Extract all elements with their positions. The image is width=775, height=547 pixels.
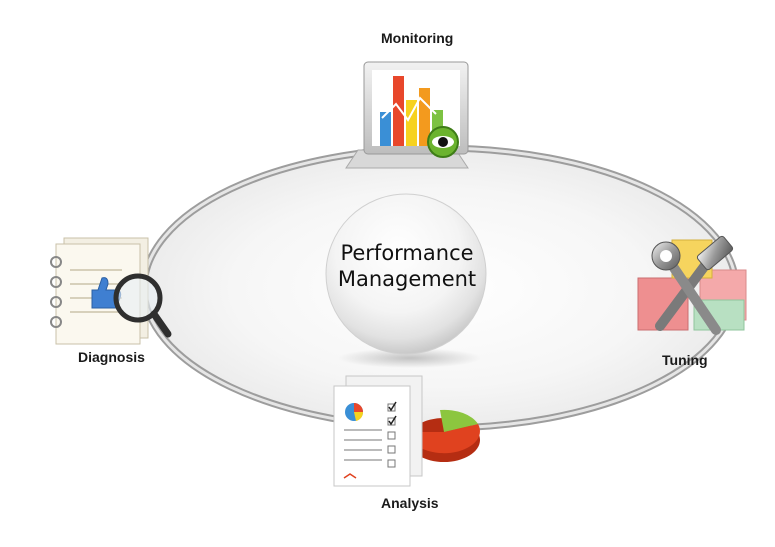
center-title-line1: Performance xyxy=(340,241,474,265)
bar-chart-monitor-icon xyxy=(345,61,469,169)
label-tuning: Tuning xyxy=(662,352,708,368)
center-title: Performance Management xyxy=(327,240,487,292)
label-analysis: Analysis xyxy=(381,495,439,511)
report-pie-chart-icon xyxy=(333,375,480,487)
center-sphere xyxy=(325,193,487,368)
label-monitoring: Monitoring xyxy=(381,30,454,46)
label-diagnosis: Diagnosis xyxy=(78,349,145,365)
center-title-line2: Management xyxy=(337,267,477,291)
tools-blocks-icon xyxy=(637,235,747,335)
notebook-magnifier-icon xyxy=(50,237,172,345)
